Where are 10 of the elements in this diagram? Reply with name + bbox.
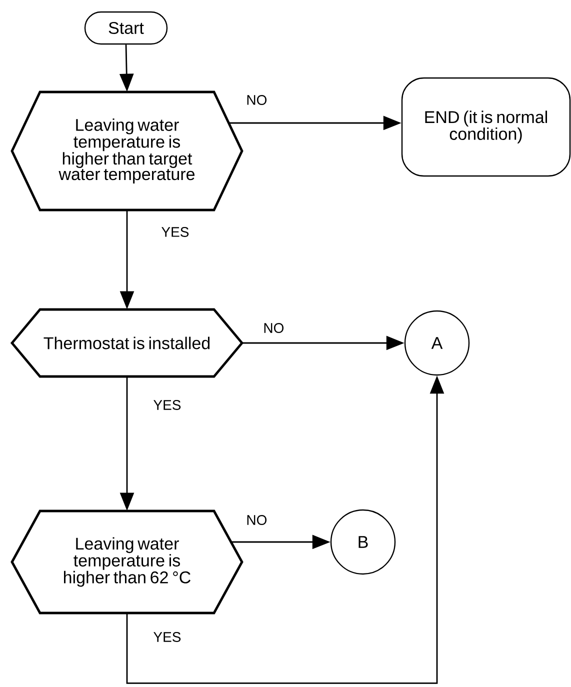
edge-label: YES [160, 226, 190, 238]
decision-hexagon: Leaving water temperature is higher than target water temperature [10, 90, 244, 212]
edge-label: NO [262, 322, 286, 334]
terminal-box: END (it is normal condition) [401, 77, 571, 177]
edge-label: YES [152, 399, 182, 411]
terminal-box: Start [84, 11, 168, 45]
decision-hexagon: Leaving water temperature is higher than 62 °C [10, 510, 244, 614]
edge-label: NO [245, 514, 268, 526]
edge-label: NO [245, 94, 268, 106]
edge-label: YES [152, 631, 182, 643]
